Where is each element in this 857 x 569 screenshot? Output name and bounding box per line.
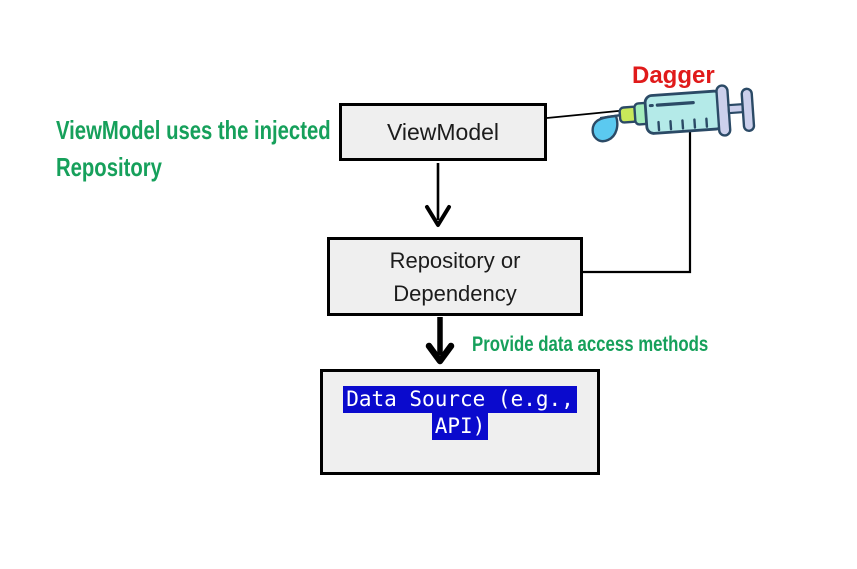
viewmodel-box: ViewModel	[339, 103, 547, 161]
datasource-box: Data Source (e.g., API)	[320, 369, 600, 475]
syringe-tick-marks	[657, 117, 709, 132]
datasource-highlighted-text-line2: API)	[431, 413, 489, 440]
left-annotation-line1: ViewModel uses the injected	[56, 115, 331, 145]
syringe-icon	[591, 84, 756, 143]
datasource-box-line2: API)	[431, 413, 489, 440]
arrow-viewmodel-to-repository	[425, 163, 451, 227]
arrow-repository-to-datasource	[425, 317, 455, 365]
dagger-label: Dagger	[632, 62, 715, 89]
repository-box: Repository or Dependency	[327, 237, 583, 316]
syringe-body	[599, 84, 756, 137]
left-annotation-line2: Repository	[56, 152, 162, 182]
repository-box-line1: Repository or	[389, 247, 521, 273]
liquid-drop-icon	[591, 114, 619, 143]
datasource-box-line1: Data Source (e.g.,	[343, 386, 577, 413]
syringe-plunger-handle	[740, 87, 756, 132]
viewmodel-box-label: ViewModel	[386, 118, 500, 145]
provide-annotation: Provide data access methods	[472, 333, 709, 356]
syringe-plunger-rod	[727, 103, 745, 115]
datasource-highlighted-text-line1: Data Source (e.g.,	[343, 386, 577, 413]
repository-box-line2: Dependency	[393, 280, 517, 306]
left-annotation: ViewModel uses the injected Repository	[56, 112, 331, 186]
